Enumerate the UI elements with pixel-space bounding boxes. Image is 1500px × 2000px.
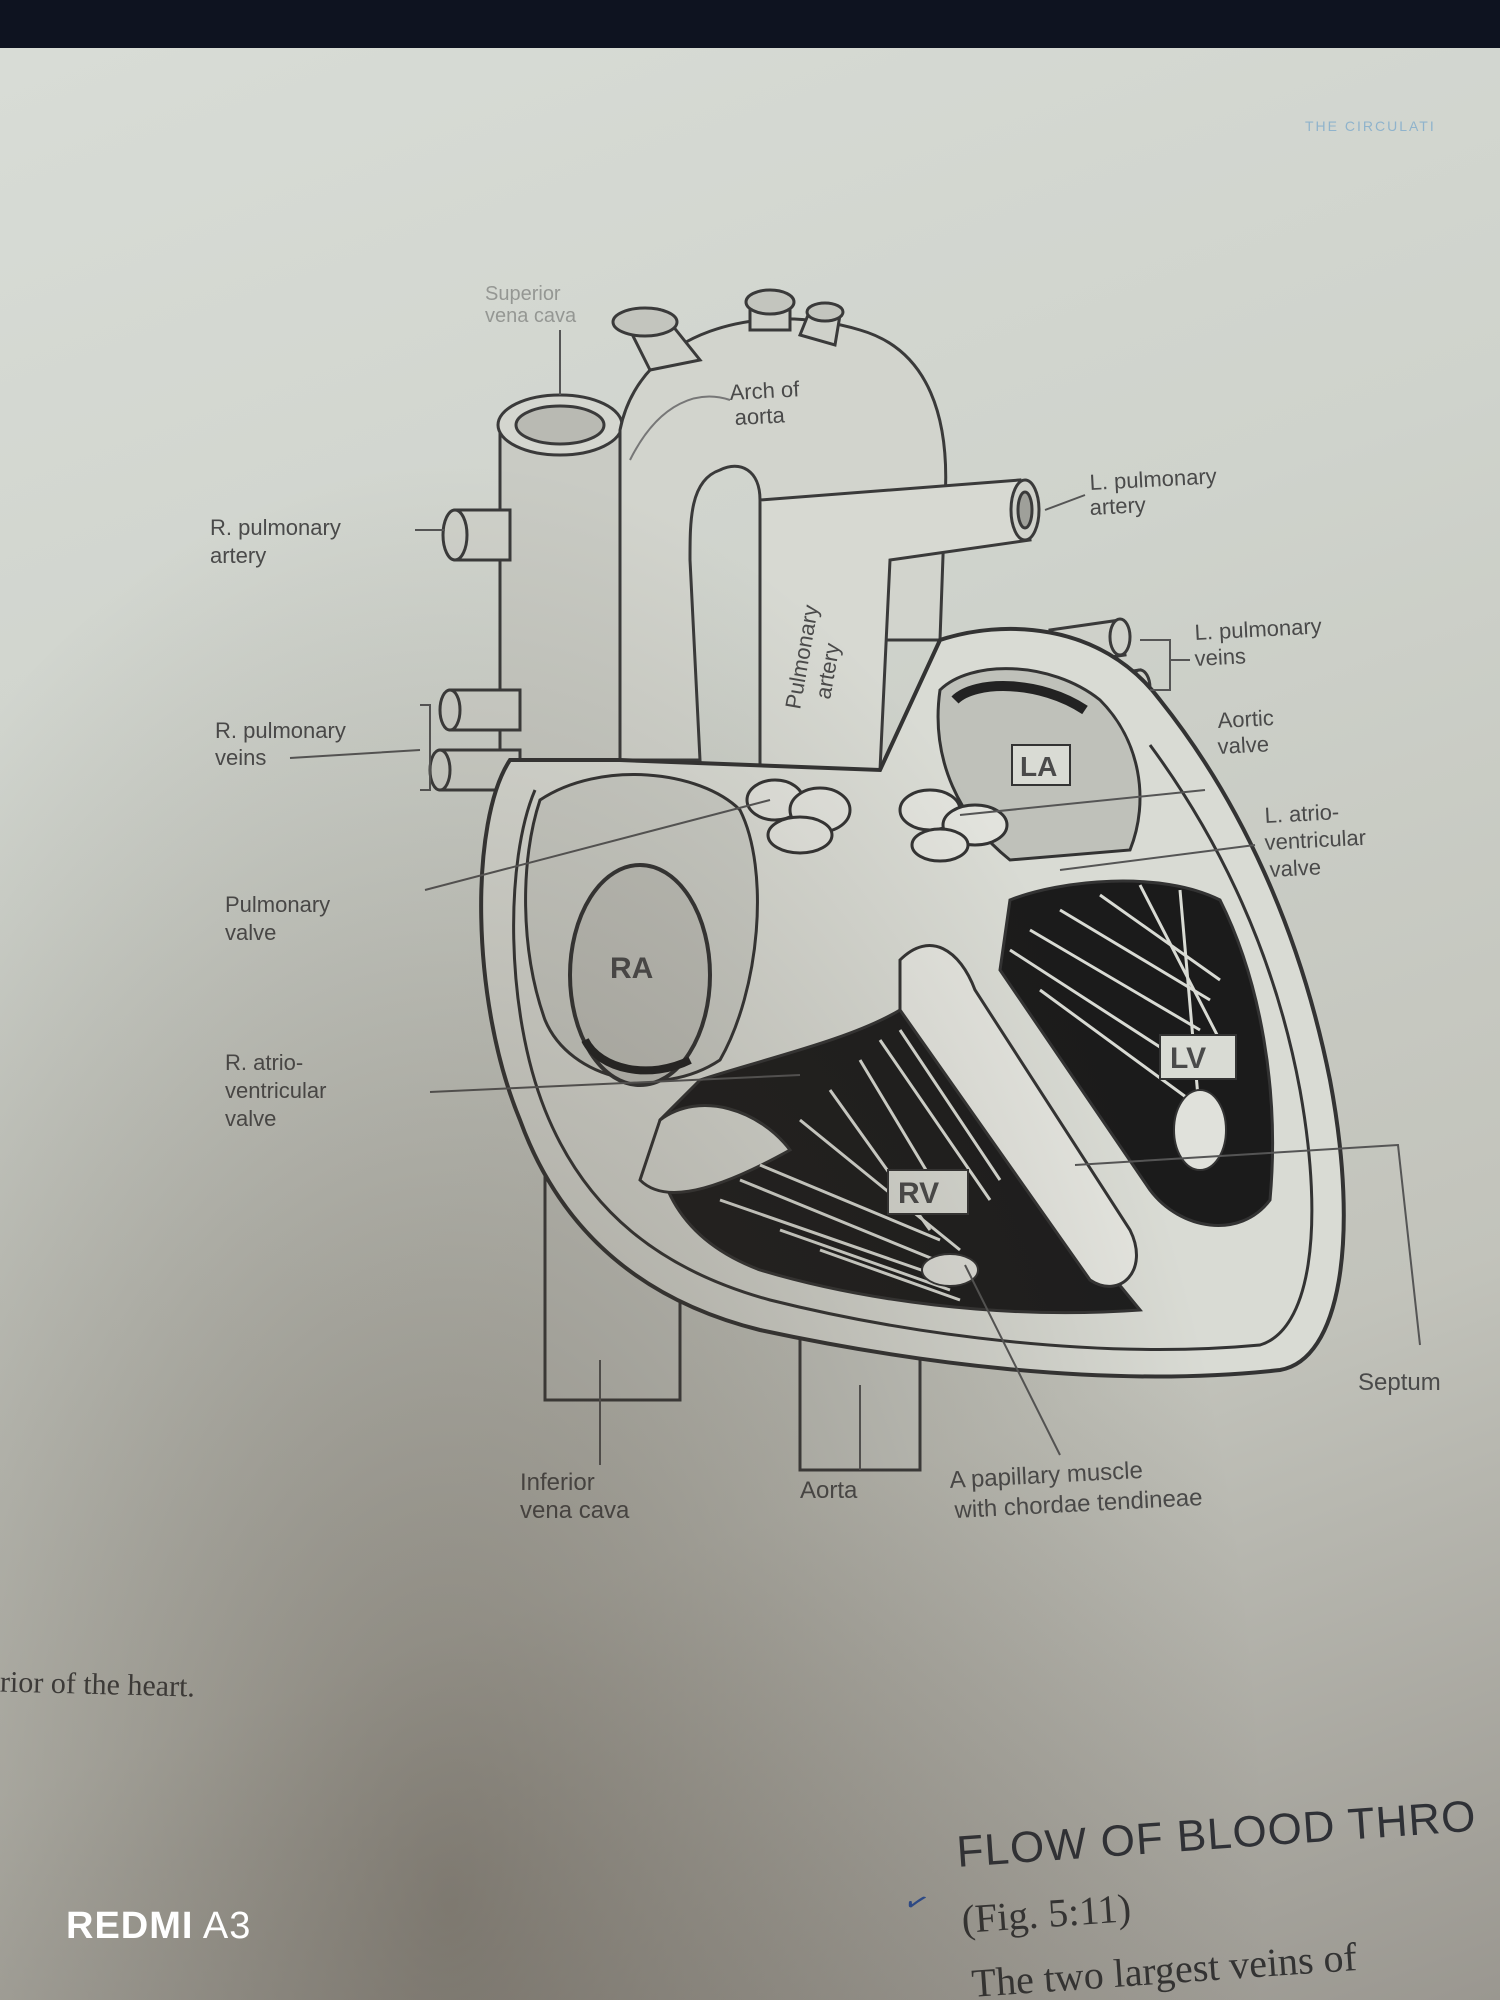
running-head: THE CIRCULATI (1305, 118, 1436, 134)
r-pulm-veins-label-line2: veins (215, 745, 266, 770)
superior-vena-cava-label: Superior vena cava (485, 283, 577, 327)
r-pulmonary-artery (441, 508, 512, 562)
r-av-valve-label-line1: R. atrio- (225, 1050, 303, 1075)
camera-watermark: REDMI A3 (66, 1905, 251, 1948)
ra-label: RA (610, 952, 653, 985)
textbook-page: THE CIRCULATI (0, 48, 1500, 2000)
left-ventricle: LV (998, 879, 1275, 1227)
svc-label-line2: vena cava (485, 305, 577, 327)
l-pulm-artery-label-line1: L. pulmonary (1089, 463, 1217, 495)
l-pulm-artery-label-line2: artery (1089, 492, 1146, 520)
l-av-valve-label-line3: valve (1269, 854, 1322, 882)
r-pulm-veins-label-line1: R. pulmonary (215, 718, 346, 743)
r-av-valve-label-line2: ventricular (225, 1078, 326, 1103)
septum (898, 944, 1138, 1288)
superior-vena-cava (496, 393, 624, 762)
right-ventricle: RV (638, 1008, 1143, 1315)
l-av-valve-label-line2: ventricular (1264, 825, 1367, 855)
pulm-valve-label-line2: valve (225, 920, 276, 945)
right-atrium: RA (524, 773, 759, 1087)
rv-label: RV (898, 1177, 939, 1210)
r-pulm-artery-label-line2: artery (210, 543, 266, 568)
heart-body: RA LA (479, 626, 1346, 1379)
l-pulm-veins-label-line2: veins (1194, 643, 1247, 671)
ivc-label-line2: vena cava (520, 1497, 630, 1524)
r-pulm-artery-label-line1: R. pulmonary (210, 515, 341, 540)
pulm-valve-label-line1: Pulmonary (225, 892, 330, 917)
pulmonary-valve (745, 778, 852, 855)
watermark-model: A3 (202, 1905, 252, 1947)
aorta-label: Aorta (800, 1477, 858, 1504)
svc-label-line1: Superior (485, 283, 561, 305)
l-pulm-veins-label-line1: L. pulmonary (1194, 613, 1322, 645)
figure-caption: rior of the heart. (0, 1665, 196, 1704)
heart-diagram: RA LA (210, 283, 1441, 1524)
l-av-valve-label-line1: L. atrio- (1264, 799, 1340, 828)
la-label: LA (1020, 751, 1057, 782)
ivc-label-line1: Inferior (520, 1469, 595, 1496)
arch-label-line2: aorta (734, 402, 786, 430)
aortic-valve (898, 788, 1009, 863)
r-av-valve-label-line3: valve (225, 1106, 276, 1131)
septum-label: Septum (1358, 1369, 1441, 1396)
aortic-valve-label-line1: Aortic (1217, 705, 1274, 733)
watermark-brand: REDMI (66, 1905, 194, 1947)
aortic-valve-label-line2: valve (1217, 731, 1270, 759)
arch-label-line1: Arch of (729, 376, 801, 405)
lv-label: LV (1170, 1042, 1206, 1075)
